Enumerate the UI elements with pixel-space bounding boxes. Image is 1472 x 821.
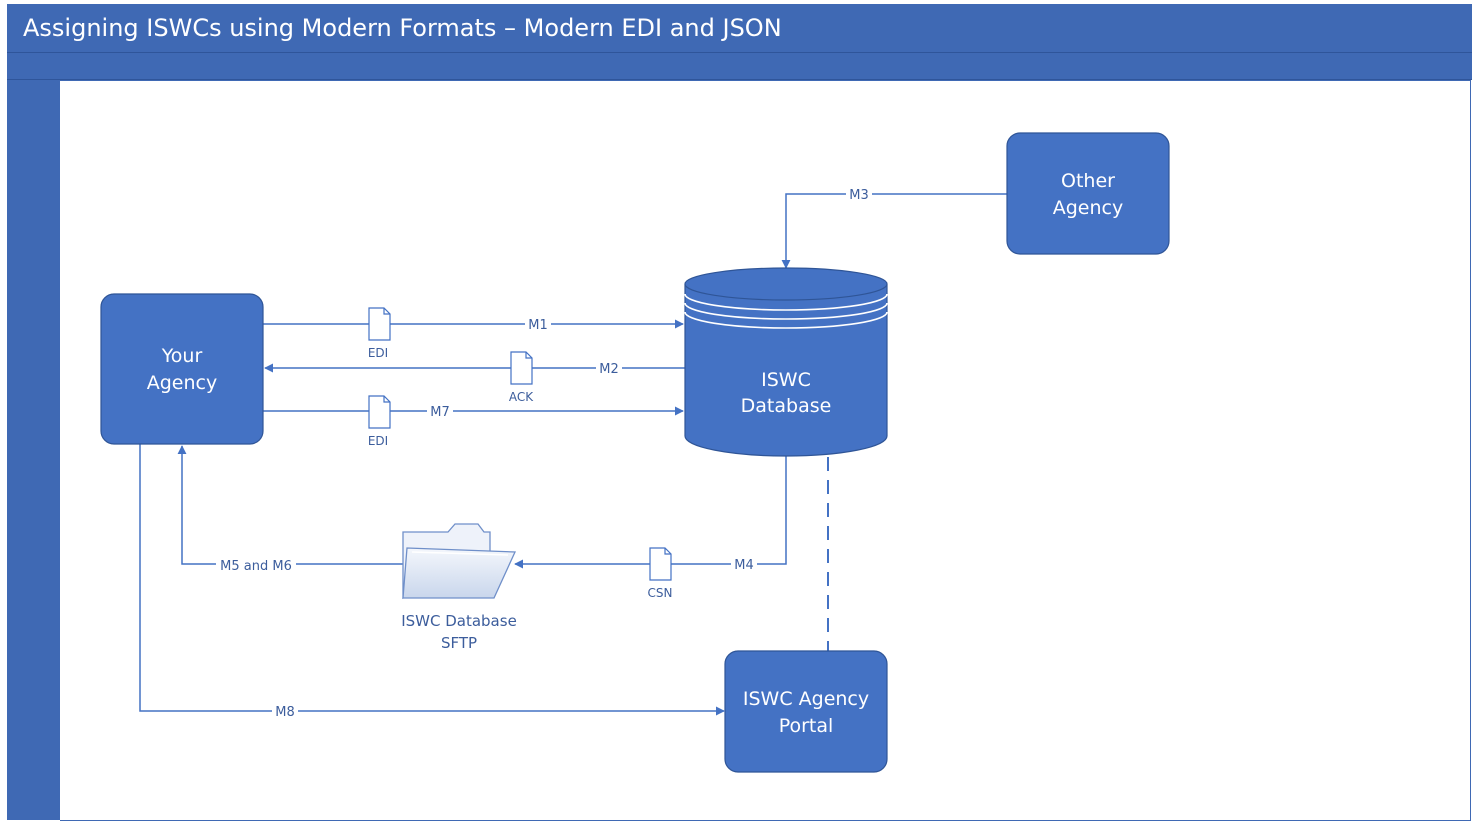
document-icon [368, 307, 391, 341]
edge-label-m7: M7 [430, 405, 450, 420]
title-bar: Assigning ISWCs using Modern Formats – M… [7, 4, 1472, 53]
edge-m5-m6 [177, 445, 403, 565]
sftp-label-line1: ISWC Database [401, 612, 517, 630]
node-iswc-database-line1: ISWC [761, 369, 811, 391]
document-label-ack: ACK [509, 390, 534, 404]
document-label-csn: CSN [648, 586, 673, 600]
edge-label-m3: M3 [849, 188, 869, 203]
edge-m4 [514, 455, 787, 569]
node-other-agency-line2: Agency [1053, 197, 1123, 219]
page-title: Assigning ISWCs using Modern Formats – M… [23, 14, 782, 42]
node-your-agency-line2: Agency [147, 372, 217, 394]
node-portal-line1: ISWC Agency [743, 688, 869, 710]
node-other-agency: Other Agency [1006, 132, 1170, 255]
document-icon [649, 547, 672, 581]
swimlane-header [7, 53, 1472, 80]
document-label-edi: EDI [368, 346, 388, 360]
node-other-agency-line1: Other [1061, 170, 1115, 192]
edge-label-m4: M4 [734, 558, 754, 573]
edge-label-m5-m6: M5 and M6 [220, 559, 292, 574]
document-icon [368, 395, 391, 429]
node-portal-line2: Portal [779, 715, 834, 737]
swimlane-side [7, 80, 60, 820]
database-cylinder: ISWC Database [684, 267, 888, 457]
node-your-agency-line1: Your [161, 345, 203, 367]
document-icon [510, 351, 533, 385]
edge-label-m1: M1 [528, 318, 548, 333]
folder-icon [402, 523, 516, 600]
edge-label-m2: M2 [599, 362, 619, 377]
document-label-edi-2: EDI [368, 434, 388, 448]
node-iswc-agency-portal: ISWC Agency Portal [724, 650, 888, 773]
edge-label-m8: M8 [275, 705, 295, 720]
node-your-agency: Your Agency [100, 293, 264, 445]
node-iswc-database-line2: Database [741, 395, 832, 417]
edge-m3 [781, 193, 1007, 269]
sftp-label-line2: SFTP [441, 634, 477, 652]
edge-m8 [139, 444, 725, 716]
